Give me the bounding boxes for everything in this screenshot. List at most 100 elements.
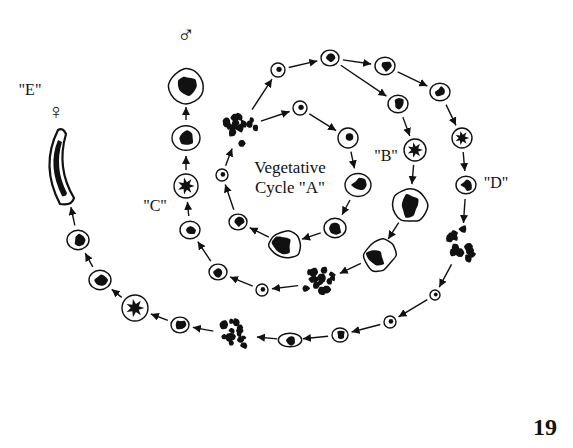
parasite-stage (67, 230, 89, 249)
parasite-blob (127, 299, 145, 317)
parasite-stage (171, 317, 189, 333)
gametocyte-core (53, 140, 67, 196)
parasite-stage (404, 139, 426, 161)
parasite-stage (174, 174, 198, 198)
cell-outline (430, 290, 440, 300)
merozoite (253, 125, 258, 131)
cell-outline (388, 95, 408, 113)
stage-arrow (85, 253, 93, 267)
cell-outline (271, 63, 285, 77)
parasite-blob (178, 77, 197, 96)
nucleus-dot (434, 293, 438, 297)
parasite-blob (213, 268, 222, 277)
cell-outline (393, 189, 428, 221)
stage-arrow (252, 79, 272, 109)
parasite-blob (179, 130, 193, 145)
stage-arrow (351, 152, 355, 169)
cycle-label: Vegetative Cycle "A" (238, 158, 342, 197)
cell-outline (67, 230, 89, 249)
parasite-stage (338, 128, 358, 148)
stage-arrow (193, 327, 214, 331)
parasite-blob (337, 331, 344, 340)
stage-arrow (230, 277, 253, 286)
merozoite (250, 117, 254, 122)
parasite-blob (461, 180, 472, 191)
parasite-stage (256, 284, 268, 296)
merozoite (223, 118, 230, 126)
stage-arrow (303, 336, 328, 339)
merozoite (226, 119, 231, 125)
stage-label: "C" (143, 197, 167, 215)
cell-outline (404, 139, 426, 161)
stage-arrow (439, 264, 451, 287)
nucleus-dot (261, 287, 266, 292)
parasite-blob (329, 223, 341, 235)
parasite-blob (186, 226, 196, 234)
nucleus-dot (389, 319, 394, 324)
parasite-blob (395, 98, 404, 109)
cell-outline (180, 221, 200, 239)
parasite-blob (286, 336, 295, 345)
parasite-stage (393, 189, 428, 221)
merozoite (237, 326, 243, 332)
cell-outline (321, 50, 339, 66)
parasite-blob (351, 178, 366, 190)
merozoite (234, 124, 243, 133)
merozoite (229, 328, 235, 334)
merozoite (452, 244, 459, 252)
cell-outline (269, 231, 301, 258)
parasite-blob (75, 234, 86, 246)
parasite-stage (345, 174, 371, 197)
male-symbol: ♂ (177, 22, 195, 50)
stage-label: "E" (19, 81, 42, 99)
parasite-blob (435, 86, 445, 96)
parasite-blob (408, 142, 423, 157)
stage-arrow (343, 60, 371, 64)
gametocyte-crescent (49, 129, 74, 204)
stage-arrow (198, 242, 211, 262)
arrow-group (71, 60, 465, 339)
stage-arrow (302, 233, 321, 239)
parasite-stage (223, 113, 258, 147)
cell-outline (168, 69, 203, 104)
cell-outline (172, 126, 200, 151)
stage-label: "B" (374, 147, 398, 165)
cell-outline (324, 218, 346, 237)
parasite-stage (180, 221, 200, 239)
stage-arrow (399, 300, 428, 317)
merozoite (225, 333, 233, 342)
parasite-stage (122, 295, 148, 321)
stage-arrow (412, 165, 414, 184)
stage-label: "D" (484, 174, 509, 192)
parasite-stage (430, 83, 450, 101)
cell-outline (384, 316, 396, 328)
parasite-blob (234, 217, 244, 227)
cell-outline (122, 295, 148, 321)
cell-outline (89, 270, 111, 289)
stage-arrow (225, 184, 234, 209)
stage-arrow (272, 286, 298, 289)
parasite-stage (269, 231, 301, 258)
merozoite (321, 267, 328, 274)
stage-arrow (151, 314, 168, 320)
cell-outline (256, 284, 268, 296)
stage-arrow (71, 207, 75, 225)
merozoite (238, 140, 245, 147)
cell-outline (229, 214, 247, 230)
cell-outline (375, 57, 395, 75)
stage-arrow (403, 117, 410, 136)
cell-outline (216, 169, 228, 181)
parasite-stage (209, 264, 227, 280)
merozoite (465, 255, 472, 263)
stage-arrow (261, 111, 290, 121)
parasite-blob (178, 178, 194, 195)
nucleus-dot (221, 172, 226, 177)
parasite-blob (272, 236, 291, 254)
nucleus-dot (346, 133, 354, 141)
merozoite (237, 337, 244, 343)
merozoite (317, 274, 326, 283)
parasite-blob (94, 275, 108, 286)
cell-outline (456, 176, 476, 194)
cell-outline (293, 101, 307, 115)
